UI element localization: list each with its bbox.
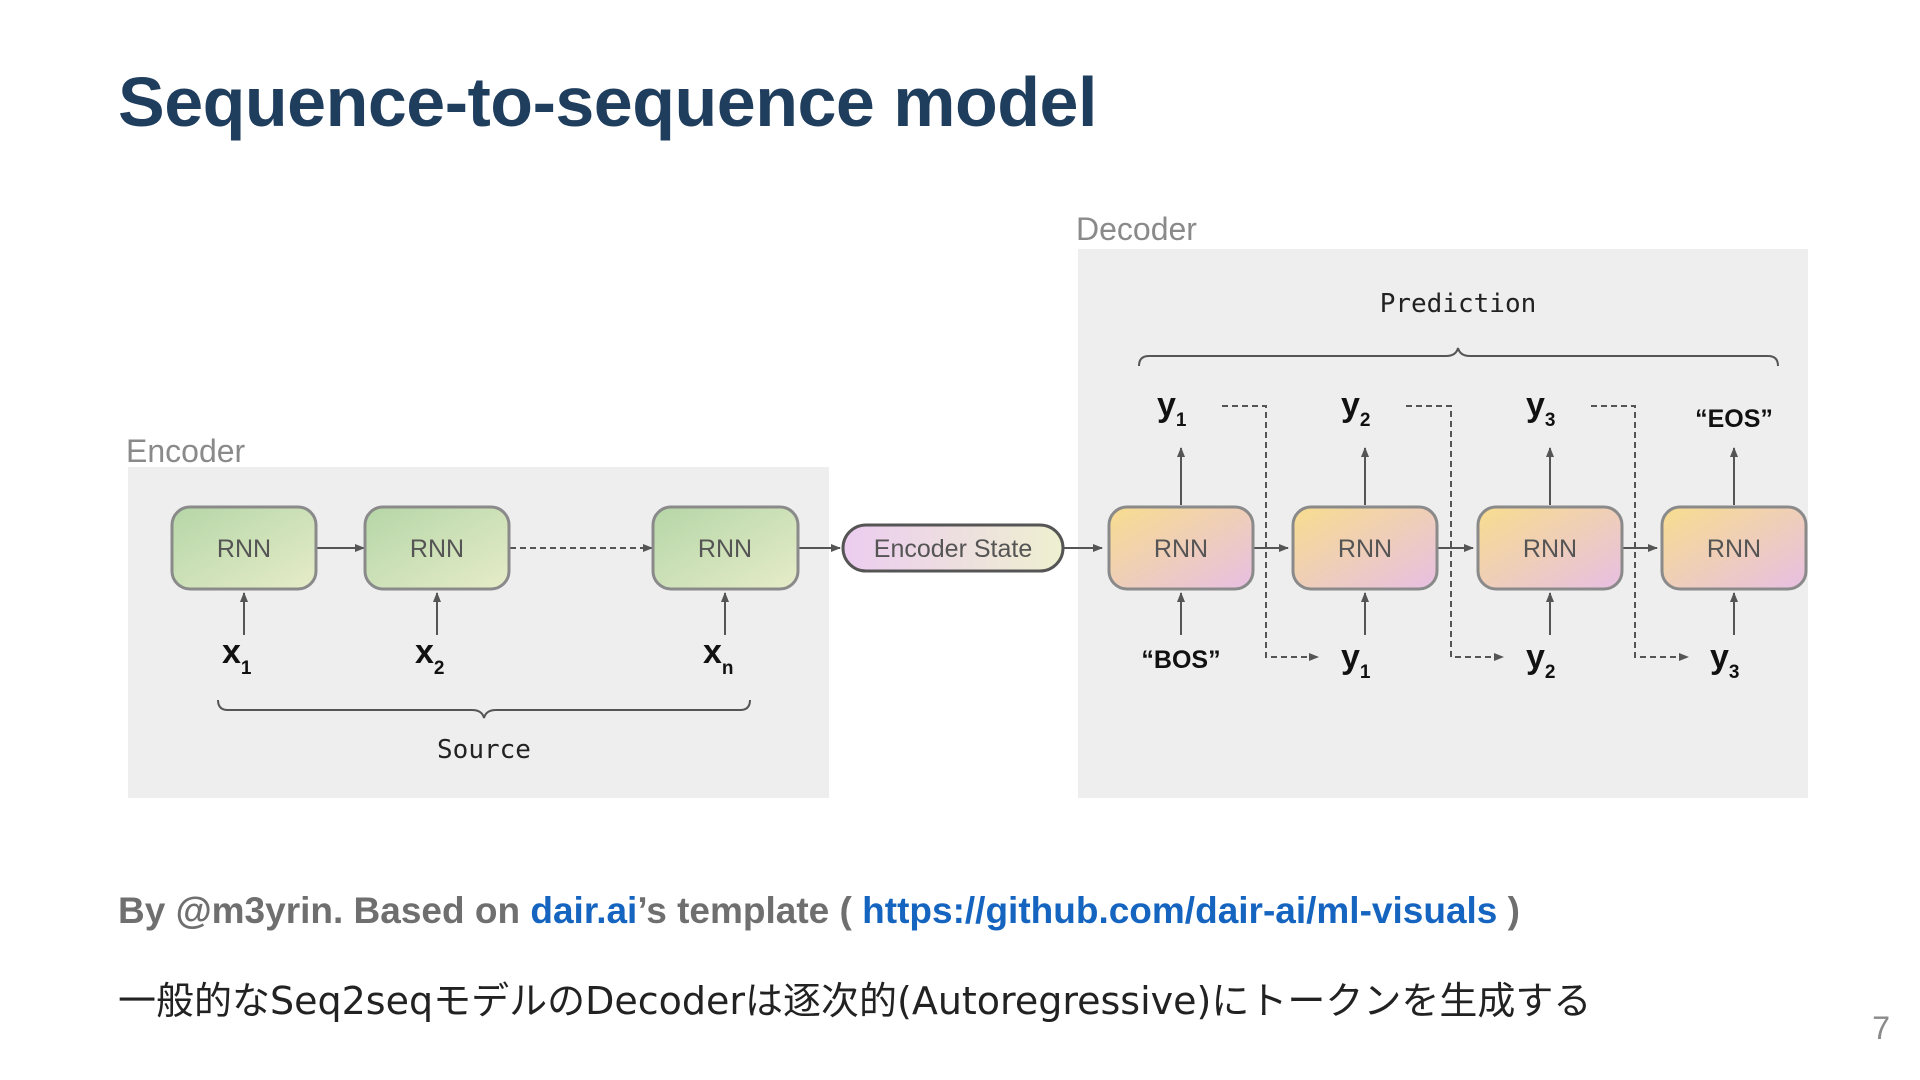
encoder-rnn-label: RNN bbox=[410, 535, 464, 563]
decoder-rnn-label: RNN bbox=[1338, 535, 1392, 563]
encoder-state-box bbox=[841, 523, 1065, 573]
slide-title: Sequence-to-sequence model bbox=[118, 63, 1097, 141]
decoder-input-bos: “BOS” bbox=[1141, 646, 1220, 674]
page-number: 7 bbox=[1872, 1010, 1890, 1046]
credit-line: By @m3yrin. Based on dair.ai’s template … bbox=[118, 890, 1520, 932]
encoder-rnn-label: RNN bbox=[698, 535, 752, 563]
decoder-rnn-cell bbox=[1107, 505, 1255, 591]
encoder-rnn-cell bbox=[651, 505, 800, 591]
decoder-output-eos: “EOS” bbox=[1695, 405, 1773, 433]
decoder-output-y3: y3 bbox=[1526, 386, 1556, 431]
prediction-label: Prediction bbox=[1380, 289, 1537, 319]
encoder-title: Encoder bbox=[126, 433, 246, 469]
decoder-rnn-cell bbox=[1291, 505, 1439, 591]
feedback-connector bbox=[1406, 405, 1504, 661]
slide-caption: 一般的なSeq2seqモデルのDecoderは逐次的(Autoregressiv… bbox=[118, 979, 1592, 1023]
credit-suffix: ) bbox=[1497, 890, 1520, 931]
source-brace bbox=[217, 699, 751, 719]
source-label: Source bbox=[437, 735, 531, 765]
ml-visuals-link[interactable]: https://github.com/dair-ai/ml-visuals bbox=[862, 890, 1498, 931]
encoder-input-x1: x1 bbox=[222, 633, 252, 679]
decoder-title: Decoder bbox=[1076, 211, 1197, 247]
decoder-input-y1: y1 bbox=[1341, 638, 1371, 683]
decoder-input-y2: y2 bbox=[1526, 638, 1556, 683]
decoder-output-y2: y2 bbox=[1341, 386, 1371, 431]
dair-ai-link[interactable]: dair.ai bbox=[530, 890, 638, 931]
decoder-rnn-cell bbox=[1476, 505, 1624, 591]
credit-prefix: By @m3yrin. Based on bbox=[118, 890, 531, 931]
encoder-rnn-cell bbox=[170, 505, 318, 591]
encoder-rnn-cell bbox=[363, 505, 511, 591]
feedback-connector bbox=[1222, 405, 1319, 661]
encoder-input-x2: x2 bbox=[415, 633, 445, 679]
decoder-input-y3: y3 bbox=[1710, 638, 1740, 683]
encoder-state-label: Encoder State bbox=[874, 535, 1032, 563]
decoder-rnn-cell bbox=[1660, 505, 1808, 591]
decoder-rnn-label: RNN bbox=[1707, 535, 1761, 563]
prediction-brace bbox=[1138, 347, 1779, 367]
decoder-rnn-label: RNN bbox=[1154, 535, 1208, 563]
encoder-input-xn: xn bbox=[703, 633, 734, 679]
decoder-output-y1: y1 bbox=[1157, 386, 1187, 431]
feedback-connector bbox=[1591, 405, 1689, 661]
decoder-rnn-label: RNN bbox=[1523, 535, 1577, 563]
seq2seq-diagram: Encoder Decoder RNN RNN RNN x1 x2 xn Sou… bbox=[126, 211, 1808, 798]
encoder-rnn-label: RNN bbox=[217, 535, 271, 563]
credit-middle: ’s template ( bbox=[637, 890, 863, 931]
